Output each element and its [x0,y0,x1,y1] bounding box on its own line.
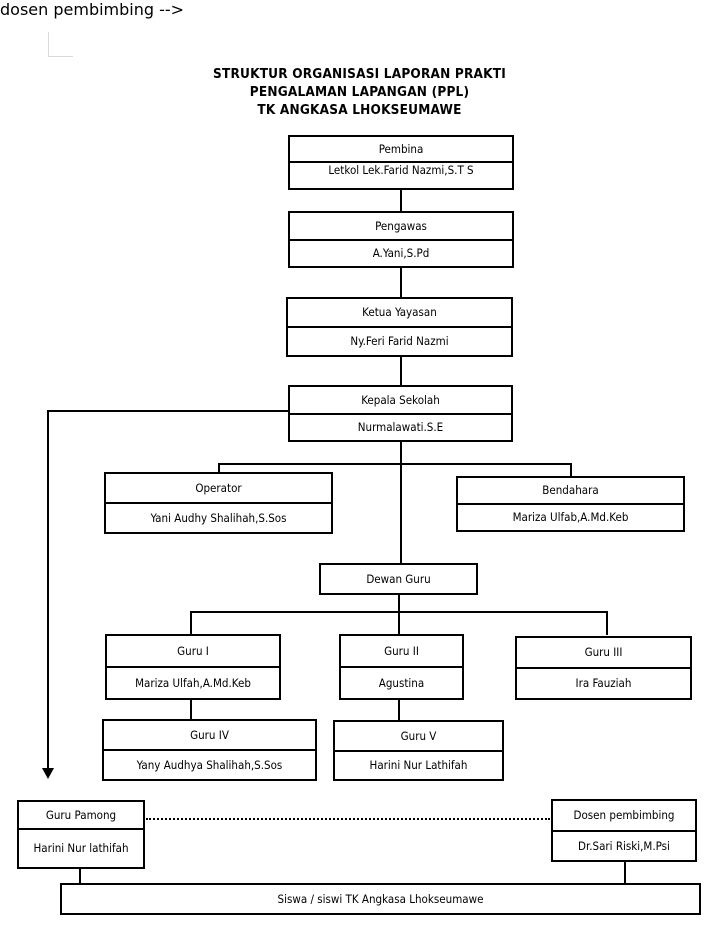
node-guru-2-role: Guru II [384,643,419,658]
connector-bus-to-guru3 [606,611,609,635]
connector-kepala-left-rail [47,410,290,413]
connector-bus-to-guru2 [398,611,401,635]
connector-guru1-guru4 [190,700,193,720]
node-guru-5-role: Guru V [400,728,437,743]
node-operator-role: Operator [195,480,242,495]
node-guru-pamong[interactable]: Guru Pamong Harini Nur lathifah [17,800,145,869]
node-dosen-pembimbing[interactable]: Dosen pembimbing Dr.Sari Riski,M.Psi [551,799,697,862]
node-bendahara[interactable]: Bendahara Mariza Ulfab,A.Md.Keb [456,476,685,532]
node-dewan-guru[interactable]: Dewan Guru [319,563,478,595]
node-ketua-yayasan-name: Ny.Feri Farid Nazmi [288,326,511,355]
connector-pembina-pengawas [400,188,403,212]
connector-to-dewan-guru [400,463,403,564]
chart-title-line-1: STRUKTUR ORGANISASI LAPORAN PRAKTI [213,66,506,82]
node-guru-3-role: Guru III [584,645,623,660]
connector-dosen-siswa [624,862,627,885]
node-operator-name: Yani Audhy Shalihah,S.Sos [106,502,331,532]
connector-bus-operator-bendahara [218,463,572,466]
connector-kepala-down [400,441,403,465]
node-guru-3-name: Ira Fauziah [517,667,690,698]
node-siswa-siswi[interactable]: Siswa / siswi TK Angkasa Lhokseumawe [60,883,701,915]
node-ketua-yayasan[interactable]: Ketua Yayasan Ny.Feri Farid Nazmi [286,297,513,357]
connector-pengawas-ketua [400,267,403,297]
connector-pamong-siswa [79,869,82,885]
connector-bus-to-operator [218,463,221,474]
connector-bus-to-bendahara [570,463,573,477]
node-dosen-pembimbing-name: Dr.Sari Riski,M.Psi [553,829,695,861]
node-guru-1[interactable]: Guru I Mariza Ulfah,A.Md.Keb [105,634,281,700]
node-guru-4[interactable]: Guru IV Yany Audhya Shalihah,S.Sos [102,719,317,781]
node-guru-5-name: Harini Nur Lathifah [335,749,502,780]
connector-ketua-kepala [400,357,403,386]
node-dosen-pembimbing-role: Dosen pembimbing [573,808,675,823]
node-kepala-sekolah-name: Nurmalawati.S.E [290,412,511,441]
node-pembina-name: Letkol Lek.Farid Nazmi,S.T S [290,161,512,188]
node-siswa-siswi-label: Siswa / siswi TK Angkasa Lhokseumawe [277,891,484,906]
node-kepala-sekolah-role: Kepala Sekolah [361,392,440,407]
crop-mark-icon [48,32,73,57]
node-bendahara-name: Mariza Ulfab,A.Md.Keb [458,503,683,530]
node-operator[interactable]: Operator Yani Audhy Shalihah,S.Sos [104,472,333,534]
node-guru-2[interactable]: Guru II Agustina [339,634,464,700]
connector-dewan-down [398,594,401,613]
node-guru-4-role: Guru IV [190,727,229,742]
node-pengawas[interactable]: Pengawas A.Yani,S.Pd [288,211,514,268]
node-bendahara-role: Bendahara [542,483,599,498]
node-pembina-role: Pembina [378,141,424,156]
node-pengawas-name: A.Yani,S.Pd [290,238,512,267]
node-guru-5[interactable]: Guru V Harini Nur Lathifah [333,720,504,781]
node-guru-3[interactable]: Guru III Ira Fauziah [515,636,692,700]
node-pembina[interactable]: Pembina Letkol Lek.Farid Nazmi,S.T S [288,135,514,190]
chart-title-line-3: TK ANGKASA LHOKSEUMAWE [257,102,462,118]
node-ketua-yayasan-role: Ketua Yayasan [362,305,437,320]
node-guru-pamong-name: Harini Nur lathifah [19,828,143,867]
node-guru-1-role: Guru I [177,643,209,658]
node-pengawas-role: Pengawas [375,218,427,233]
connector-left-rail-vertical [47,410,50,770]
node-guru-pamong-role: Guru Pamong [45,807,117,822]
chart-title-line-2: PENGALAMAN LAPANGAN (PPL) [249,84,470,100]
node-kepala-sekolah[interactable]: Kepala Sekolah Nurmalawati.S.E [288,385,513,442]
node-dewan-guru-role: Dewan Guru [366,571,431,586]
connector-bus-to-guru1 [190,611,193,635]
node-guru-1-name: Mariza Ulfah,A.Md.Keb [107,666,279,698]
arrowhead-to-guru-pamong-icon [42,768,55,779]
node-guru-4-name: Yany Audhya Shalihah,S.Sos [104,749,315,779]
connector-pamong-dosen-dotted [146,818,550,820]
connector-guru2-guru5 [398,700,401,720]
node-guru-2-name: Agustina [341,666,462,698]
